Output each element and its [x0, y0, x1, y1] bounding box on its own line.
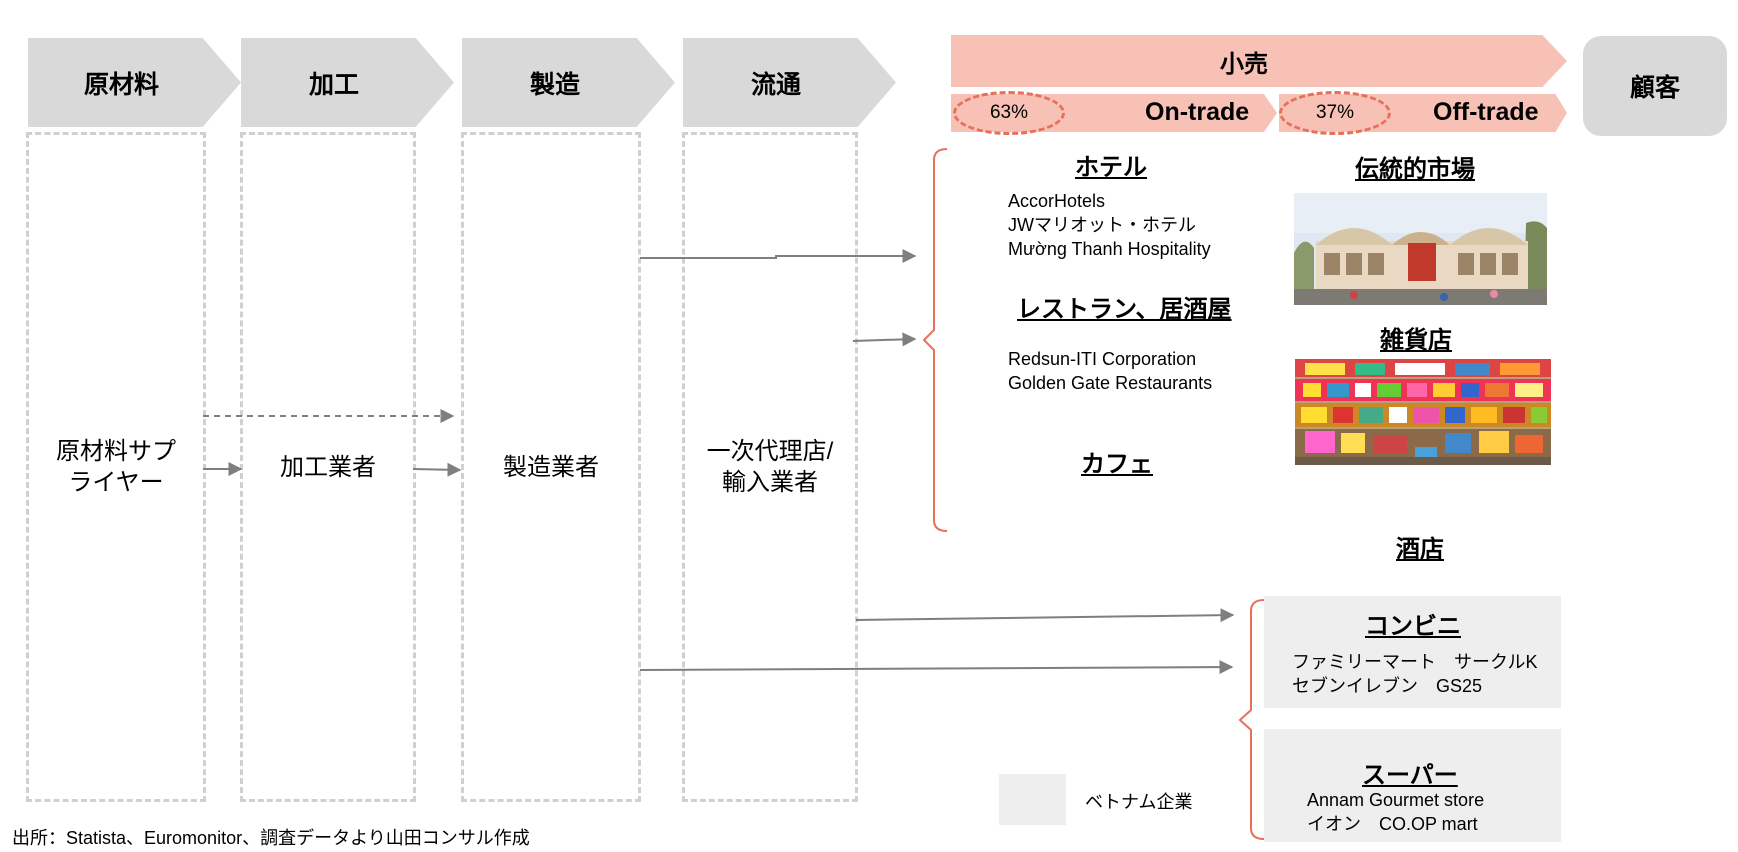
grocery-photo	[1295, 359, 1551, 465]
cafe-heading: カフェ	[1081, 451, 1153, 478]
convenience-vn-box	[1264, 596, 1561, 708]
grocery-heading: 雑貨店	[1380, 327, 1452, 354]
convenience-heading: コンビニ	[1365, 613, 1461, 640]
restaurant-heading: レストラン、居酒屋	[1017, 296, 1232, 323]
restaurant-examples: Redsun-ITI Corporation Golden Gate Resta…	[1008, 349, 1213, 393]
off-trade-share: 37%	[1279, 91, 1391, 135]
arrow-distributor-to-off-trade	[855, 608, 1235, 623]
supermarket-vn-box	[1264, 729, 1561, 842]
on-trade-label: On-trade	[1145, 98, 1250, 126]
customer-box: 顧客	[1583, 36, 1727, 136]
stage-label: 原材料	[84, 70, 160, 99]
box-label: 加工業者	[280, 453, 376, 481]
arrow-manufacturer-to-on-trade	[640, 249, 917, 263]
off-trade-bracket	[1238, 599, 1265, 840]
hotel-examples: AccorHotels JWマリオット・ホテル Mường Thanh Hosp…	[1008, 191, 1211, 259]
box-distributor-importer: 一次代理店/ 輸入業者	[682, 132, 858, 802]
box-raw-material-supplier: 原材料サプ ライヤー	[26, 132, 206, 802]
retail-band: 小売	[951, 35, 1567, 87]
arrow-processor-to-manufacturer	[412, 462, 462, 477]
stage-label: 加工	[309, 70, 360, 99]
liquor-heading: 酒店	[1396, 536, 1444, 563]
legend-label: ベトナム企業	[1085, 792, 1193, 812]
market-heading: 伝統的市場	[1355, 156, 1475, 183]
box-label: 製造業者	[503, 453, 599, 481]
stage-chevron-raw-material: 原材料	[28, 38, 241, 127]
arrow-distributor-to-on-trade	[852, 332, 917, 347]
stage-chevron-distribution: 流通	[683, 38, 896, 127]
market-photo	[1294, 193, 1547, 305]
box-manufacturer: 製造業者	[461, 132, 641, 802]
legend-swatch	[999, 774, 1066, 825]
supermarket-heading: スーパー	[1362, 762, 1458, 789]
stage-chevron-manufacturing: 製造	[462, 38, 675, 127]
source-note: 出所：Statista、Euromonitor、調査データより山田コンサル作成	[12, 828, 530, 848]
convenience-examples: ファミリーマート サークルK セブンイレブン GS25	[1292, 652, 1538, 696]
stage-label: 製造	[530, 70, 581, 99]
stage-chevron-processing: 加工	[241, 38, 454, 127]
on-trade-share: 63%	[953, 91, 1065, 135]
box-label: 原材料サプ ライヤー	[56, 438, 176, 496]
retail-title: 小売	[1220, 50, 1268, 78]
customer-label: 顧客	[1629, 74, 1680, 102]
off-trade-label: Off-trade	[1433, 98, 1539, 126]
supermarket-examples: Annam Gourmet store イオン CO.OP mart	[1307, 790, 1485, 834]
box-label: 一次代理店/ 輸入業者	[706, 438, 834, 496]
on-trade-bracket	[922, 148, 948, 532]
arrow-manufacturer-to-off-trade	[639, 660, 1234, 675]
hotel-heading: ホテル	[1075, 154, 1147, 181]
stage-label: 流通	[751, 70, 802, 99]
